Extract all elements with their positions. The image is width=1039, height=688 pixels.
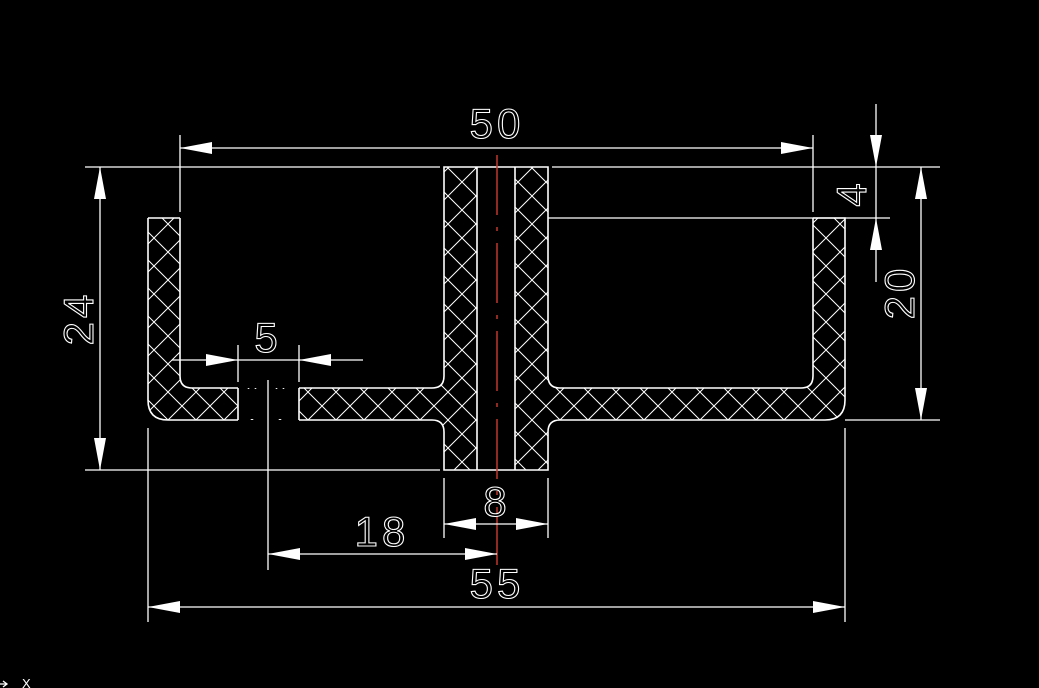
svg-text:20: 20 (876, 265, 923, 320)
part-outline (147, 166, 846, 471)
ucs-icon: X (0, 676, 31, 688)
svg-text:5: 5 (254, 314, 281, 361)
dimension-55[interactable]: 55 (148, 559, 845, 613)
svg-text:18: 18 (355, 508, 410, 555)
svg-text:4: 4 (828, 179, 875, 206)
dimension-8[interactable]: 8 (444, 477, 548, 530)
dimension-24[interactable]: 24 (54, 167, 106, 470)
extension-lines (85, 135, 940, 622)
svg-text:55: 55 (470, 560, 525, 607)
dimension-5[interactable]: 5 (172, 313, 363, 366)
svg-text:X: X (22, 676, 31, 688)
dimension-4[interactable]: 4 (827, 104, 882, 282)
dimension-50[interactable]: 50 (180, 99, 813, 154)
dimension-18[interactable]: 18 (268, 507, 497, 560)
dimension-20[interactable]: 20 (875, 167, 927, 420)
section-hatch (148, 167, 845, 470)
svg-text:8: 8 (483, 478, 510, 525)
svg-text:24: 24 (55, 291, 102, 346)
svg-text:50: 50 (470, 100, 525, 147)
